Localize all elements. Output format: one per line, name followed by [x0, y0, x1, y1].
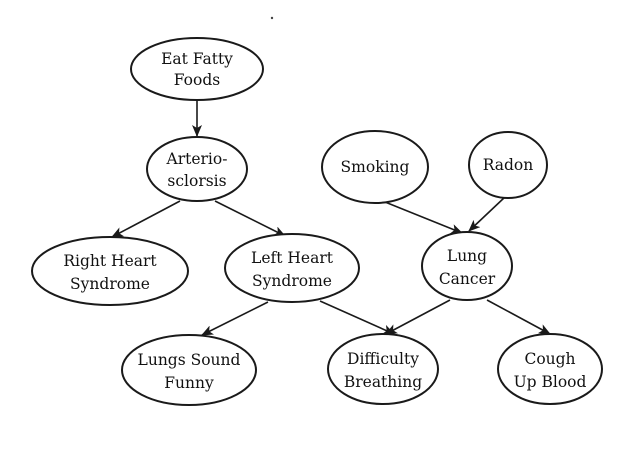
edge-lung-cancer-to-cough-up-blood — [486, 299, 551, 335]
node-right-heart-syndrome-line2: Syndrome — [70, 275, 150, 293]
node-eat-fatty-foods-line1: Eat Fatty — [161, 50, 233, 68]
node-cough-up-blood: Cough Up Blood — [497, 333, 603, 405]
node-right-heart-syndrome: Right Heart Syndrome — [31, 236, 189, 306]
node-smoking-line1: Smoking — [341, 158, 410, 176]
node-arteriosclerosis-ellipse — [146, 136, 248, 202]
node-radon-line1: Radon — [483, 156, 534, 174]
node-lung-cancer-line1: Lung — [447, 247, 487, 265]
node-cough-up-blood-line2: Up Blood — [514, 373, 587, 391]
node-lungs-sound-funny-ellipse — [121, 334, 257, 406]
node-right-heart-syndrome-ellipse — [31, 236, 189, 306]
node-arteriosclerosis-line1: Arterio- — [166, 150, 228, 168]
node-smoking: Smoking — [321, 130, 429, 204]
node-difficulty-breathing-line1: Difficulty — [347, 350, 419, 368]
node-arteriosclerosis: Arterio- sclorsis — [146, 136, 248, 202]
node-radon-ellipse — [468, 131, 548, 199]
node-left-heart-syndrome-ellipse — [224, 233, 360, 303]
node-lungs-sound-funny-line2: Funny — [164, 374, 214, 392]
node-lung-cancer-line2: Cancer — [439, 270, 496, 288]
node-lung-cancer: Lung Cancer — [421, 231, 513, 301]
node-eat-fatty-foods-line2: Foods — [174, 71, 220, 89]
speck-mark — [270, 16, 274, 20]
edge-arteriosclerosis-to-right-heart — [111, 200, 181, 238]
node-smoking-ellipse — [321, 130, 429, 204]
node-difficulty-breathing: Difficulty Breathing — [327, 333, 439, 405]
node-difficulty-breathing-ellipse — [327, 333, 439, 405]
edge-radon-to-lung-cancer — [468, 196, 506, 232]
edge-lung-cancer-to-difficulty-breathing — [385, 299, 451, 335]
node-left-heart-syndrome-line1: Left Heart — [251, 249, 334, 267]
node-left-heart-syndrome-line2: Syndrome — [252, 272, 332, 290]
node-left-heart-syndrome: Left Heart Syndrome — [224, 233, 360, 303]
node-lungs-sound-funny-line1: Lungs Sound — [138, 351, 241, 369]
node-cough-up-blood-line1: Cough — [524, 350, 575, 368]
node-eat-fatty-foods-ellipse — [130, 37, 264, 101]
node-right-heart-syndrome-line1: Right Heart — [63, 252, 157, 270]
node-difficulty-breathing-line2: Breathing — [344, 373, 422, 391]
edge-smoking-to-lung-cancer — [384, 201, 463, 234]
node-lung-cancer-ellipse — [421, 231, 513, 301]
edge-left-heart-to-lungs-sound-funny — [201, 301, 269, 336]
node-radon: Radon — [468, 131, 548, 199]
edge-left-heart-to-difficulty-breathing — [319, 300, 395, 335]
node-cough-up-blood-ellipse — [497, 333, 603, 405]
node-arteriosclerosis-line2: sclorsis — [167, 172, 226, 190]
edge-arteriosclerosis-to-left-heart — [214, 200, 286, 237]
node-eat-fatty-foods: Eat Fatty Foods — [130, 37, 264, 101]
node-lungs-sound-funny: Lungs Sound Funny — [121, 334, 257, 406]
edges — [111, 100, 551, 336]
